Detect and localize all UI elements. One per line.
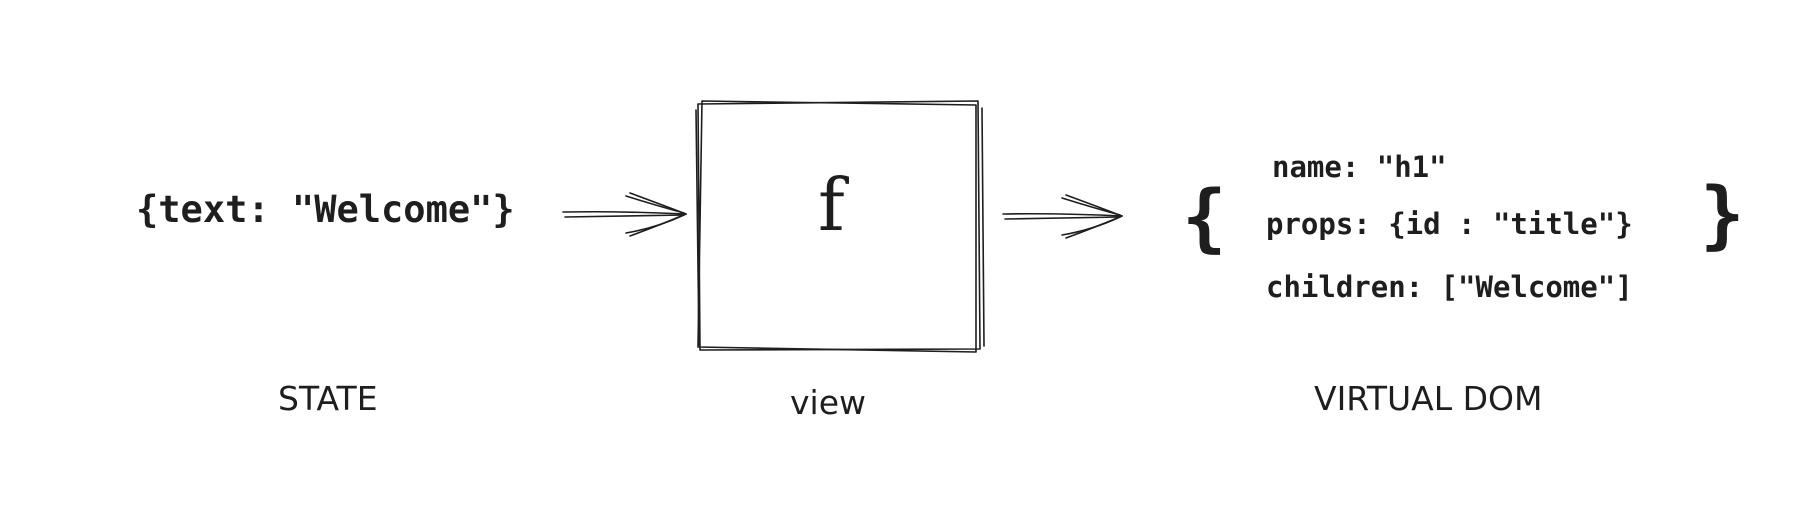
state-code: {text: "Welcome"} [136,188,515,231]
vdom-caption: VIRTUAL DOM [1314,379,1542,418]
vdom-props-line: props: {id : "title"} [1266,207,1633,241]
arrow-state-to-view [562,192,687,237]
vdom-open-brace: { [1182,175,1227,261]
vdom-close-brace: } [1700,172,1745,258]
vdom-name-line: name: "h1" [1272,150,1447,184]
state-caption: STATE [278,379,378,418]
view-function-box [695,100,985,353]
view-function-symbol: f [818,163,849,247]
arrow-view-to-vdom [1002,194,1123,239]
vdom-children-line: children: ["Welcome"] [1266,270,1633,304]
view-caption: view [790,383,866,422]
